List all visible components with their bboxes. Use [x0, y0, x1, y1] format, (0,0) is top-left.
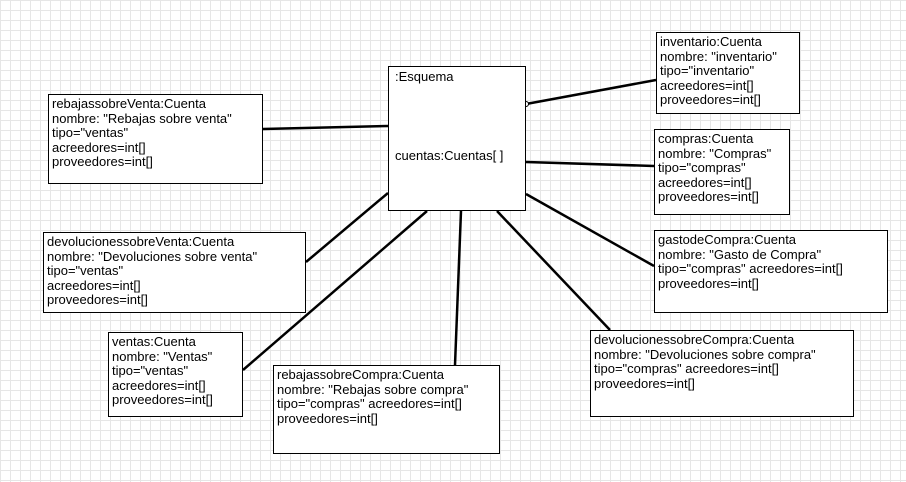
node-line: gastodeCompra:Cuenta	[658, 232, 797, 247]
node-line: compras:Cuenta	[658, 131, 754, 146]
node-line: inventario:Cuenta	[660, 34, 762, 49]
node-line: acreedores=int[]	[47, 277, 141, 293]
link-compras	[525, 160, 655, 168]
node-gastodeCompra[interactable]: gastodeCompra:Cuenta nombre: "Gasto de C…	[654, 230, 888, 313]
node-line: proveedores=int[]	[277, 410, 378, 426]
node-line: nombre: "Ventas"	[112, 348, 213, 364]
node-rebajassobreVenta[interactable]: rebajassobreVenta:Cuenta nombre: "Rebaja…	[48, 94, 263, 184]
esquema-box[interactable]: :Esquema cuentas:Cuentas[ ]	[388, 66, 526, 211]
esquema-title: :Esquema	[395, 69, 454, 84]
node-line: nombre: "Devoluciones sobre venta"	[47, 248, 258, 264]
node-line: tipo="compras"	[658, 160, 746, 175]
node-line: tipo="ventas"	[47, 263, 124, 278]
node-compras[interactable]: compras:Cuenta nombre: "Compras" tipo="c…	[654, 129, 790, 215]
link-rebajassobreVenta	[262, 124, 389, 131]
node-line: rebajassobreVenta:Cuenta	[52, 96, 206, 111]
node-line: acreedores=int[]	[112, 377, 206, 393]
node-line: proveedores=int[]	[660, 92, 761, 107]
node-line: nombre: "Compras"	[658, 145, 772, 161]
node-line: tipo="ventas"	[112, 363, 189, 378]
node-line: nombre: "Gasto de Compra"	[658, 246, 822, 262]
node-devolucionessobreCompra[interactable]: devolucionessobreCompra:Cuenta nombre: "…	[590, 330, 854, 417]
node-devolucionessobreVenta[interactable]: devolucionessobreVenta:Cuenta nombre: "D…	[43, 232, 306, 313]
node-line: nombre: "Rebajas sobre venta"	[52, 110, 232, 126]
link-devolucionessobreVenta	[305, 192, 389, 263]
node-line: tipo="compras" acreedores=int[]	[277, 396, 462, 411]
link-devolucionessobreCompra	[496, 210, 611, 331]
node-line: proveedores=int[]	[658, 275, 759, 291]
node-line: tipo="compras" acreedores=int[]	[658, 261, 843, 276]
node-line: proveedores=int[]	[594, 375, 695, 391]
node-line: proveedores=int[]	[52, 154, 153, 169]
node-line: tipo="ventas"	[52, 125, 129, 140]
link-inventario	[525, 78, 657, 106]
node-line: proveedores=int[]	[47, 292, 148, 307]
node-line: nombre: "Rebajas sobre compra"	[277, 381, 469, 397]
node-line: devolucionessobreCompra:Cuenta	[594, 332, 795, 347]
node-ventas[interactable]: ventas:Cuenta nombre: "Ventas" tipo="ven…	[108, 332, 243, 417]
node-line: rebajassobreCompra:Cuenta	[277, 367, 444, 382]
node-line: tipo="compras" acreedores=int[]	[594, 361, 779, 376]
node-line: nombre: "Devoluciones sobre compra"	[594, 346, 816, 362]
node-line: proveedores=int[]	[658, 189, 759, 204]
node-line: ventas:Cuenta	[112, 334, 196, 349]
link-rebajassobreCompra	[453, 210, 463, 366]
node-line: devolucionessobreVenta:Cuenta	[47, 234, 235, 249]
esquema-attribute: cuentas:Cuentas[ ]	[395, 148, 504, 163]
node-line: acreedores=int[]	[658, 174, 752, 190]
node-line: acreedores=int[]	[660, 77, 754, 93]
node-rebajassobreCompra[interactable]: rebajassobreCompra:Cuenta nombre: "Rebaj…	[273, 365, 500, 454]
node-line: proveedores=int[]	[112, 392, 213, 407]
node-inventario[interactable]: inventario:Cuenta nombre: "inventario" t…	[656, 32, 800, 114]
node-line: tipo="inventario"	[660, 63, 755, 78]
node-line: nombre: "inventario"	[660, 48, 777, 64]
link-gastodeCompra	[525, 192, 655, 268]
node-line: acreedores=int[]	[52, 139, 146, 155]
link-ventas	[242, 210, 428, 371]
